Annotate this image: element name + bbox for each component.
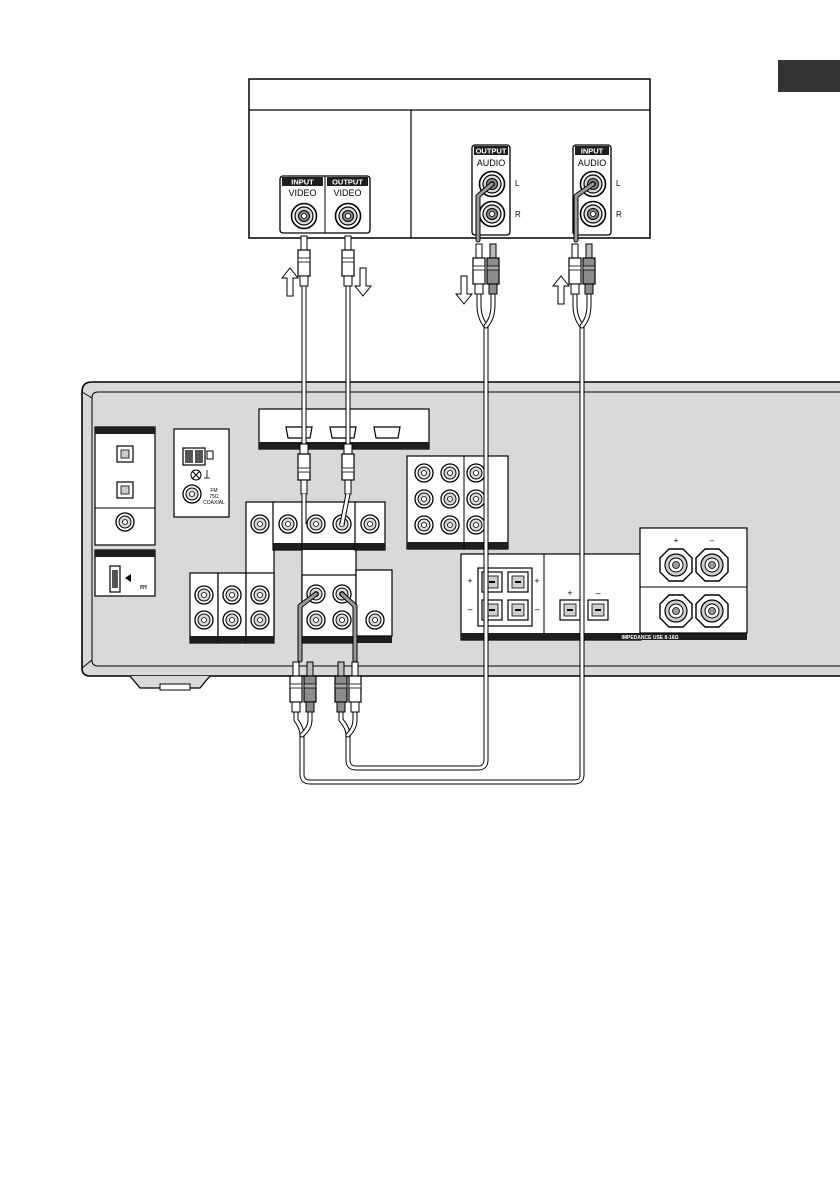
binding-minus-label: –: [710, 536, 715, 545]
section-tab: [778, 60, 840, 92]
outline-arrow-up-icon: [552, 275, 570, 305]
audio-input-header: INPUT: [581, 147, 604, 156]
video-input-label: VIDEO: [288, 188, 316, 198]
binding-posts: + –: [639, 527, 748, 634]
receiver-audio-in-r-jack[interactable]: [306, 610, 326, 630]
audio-input-r-jack[interactable]: [579, 200, 607, 228]
digital-audio-block: [94, 426, 156, 546]
hdmi-block: [258, 408, 430, 450]
audio-input-l-label: L: [616, 179, 621, 188]
audio-input-r-label: R: [616, 210, 622, 219]
outline-arrow-down-icon: [455, 275, 473, 305]
audio-jack-rows: [189, 569, 393, 644]
speaker-center-plus: +: [567, 588, 572, 598]
audio-output-label: AUDIO: [477, 158, 506, 168]
speaker-plus-left: +: [467, 576, 472, 586]
receiver-audio-out-r-jack[interactable]: [332, 610, 352, 630]
receiver-video-in-jack[interactable]: [306, 514, 326, 534]
speaker-minus-left: –: [467, 604, 472, 614]
usb-port-icon: [125, 574, 131, 582]
speaker-center-minus: –: [595, 588, 600, 598]
audio-output-header: OUTPUT: [476, 147, 507, 156]
device-audio-plugs: [472, 243, 596, 295]
speaker-minus-right: –: [534, 604, 539, 614]
speaker-impedance-label: IMPEDANCE USE 8-16Ω: [621, 635, 678, 641]
audio-output-l-label: L: [515, 179, 520, 188]
analog-rca-block: [406, 455, 509, 550]
antenna-ohm-label: 75Ω: [209, 494, 219, 500]
audio-input-label: AUDIO: [578, 158, 607, 168]
binding-plus-label: +: [674, 536, 679, 545]
outline-arrow-down-icon: [354, 267, 372, 297]
audio-output-r-jack[interactable]: [478, 200, 506, 228]
audio-output-jacks: OUTPUT AUDIO L R: [471, 144, 521, 236]
video-output-header: OUTPUT: [332, 178, 363, 187]
speaker-plus-right: +: [534, 576, 539, 586]
antenna-block: FM 75Ω COAXIAL: [173, 428, 230, 518]
antenna-fm-label: FM: [210, 488, 217, 494]
audio-output-r-label: R: [515, 210, 521, 219]
cables: [293, 181, 596, 785]
device-video-plugs: [297, 235, 355, 287]
video-input-jack[interactable]: [290, 202, 318, 230]
antenna-coaxial-label: COAXIAL: [203, 500, 225, 506]
video-jacks: INPUT OUTPUT VIDEO VIDEO: [279, 175, 371, 234]
video-output-label: VIDEO: [333, 188, 361, 198]
audio-input-jacks: INPUT AUDIO L R: [572, 144, 622, 236]
usb-block: [94, 549, 156, 597]
video-input-header: INPUT: [291, 178, 314, 187]
outline-arrow-up-icon: [281, 267, 299, 297]
video-output-jack[interactable]: [334, 202, 362, 230]
